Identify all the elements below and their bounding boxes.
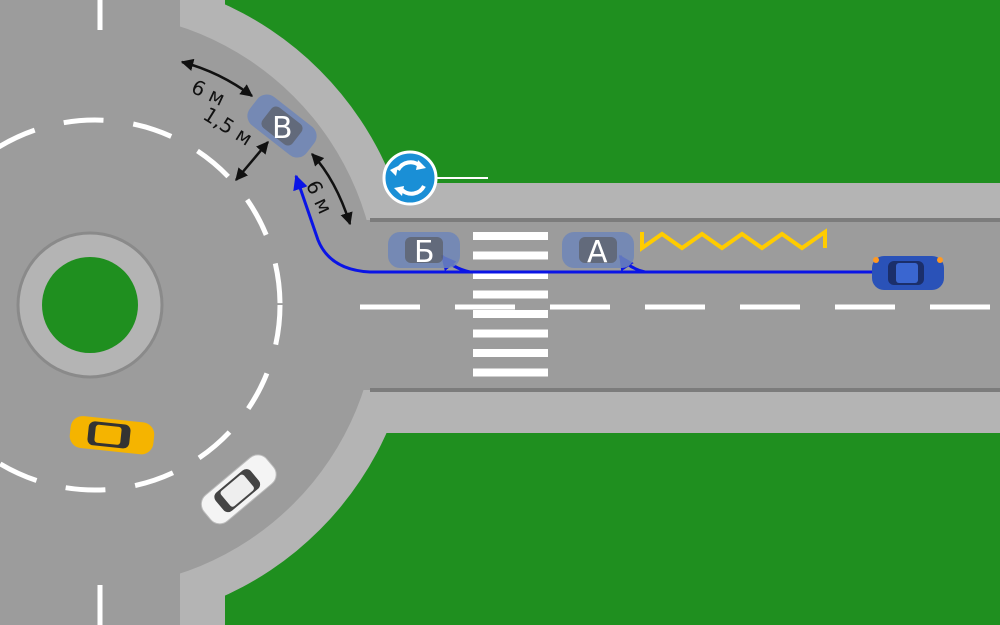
crosswalk-stripe	[473, 232, 548, 240]
blue-car	[872, 256, 944, 290]
route-path	[293, 174, 872, 274]
dimension-arrow	[235, 141, 269, 181]
yellow-zigzag-marking	[640, 228, 827, 252]
label-a: А	[587, 235, 608, 270]
roundabout-sign-icon	[382, 150, 438, 206]
crosswalk-stripe	[473, 349, 548, 357]
label-v: В	[272, 111, 293, 146]
crosswalk-stripe	[473, 368, 548, 377]
dimension-arrow	[311, 153, 353, 226]
dimension-arrow	[180, 58, 254, 98]
crosswalk-stripe	[473, 290, 548, 299]
yellow-taxi	[69, 416, 155, 455]
ring-lane-marking	[0, 117, 283, 493]
island-grass	[42, 257, 138, 353]
car-position-v	[247, 94, 317, 158]
white-car	[200, 454, 277, 525]
crosswalk-stripe	[473, 271, 548, 279]
car-position-a: А	[562, 232, 634, 270]
crosswalk-stripe	[473, 251, 548, 260]
crosswalk-stripe	[473, 329, 548, 338]
car-position-b: Б	[388, 232, 460, 270]
crosswalk-stripe	[473, 310, 548, 318]
crosswalk	[473, 232, 548, 377]
label-b: Б	[414, 235, 435, 270]
